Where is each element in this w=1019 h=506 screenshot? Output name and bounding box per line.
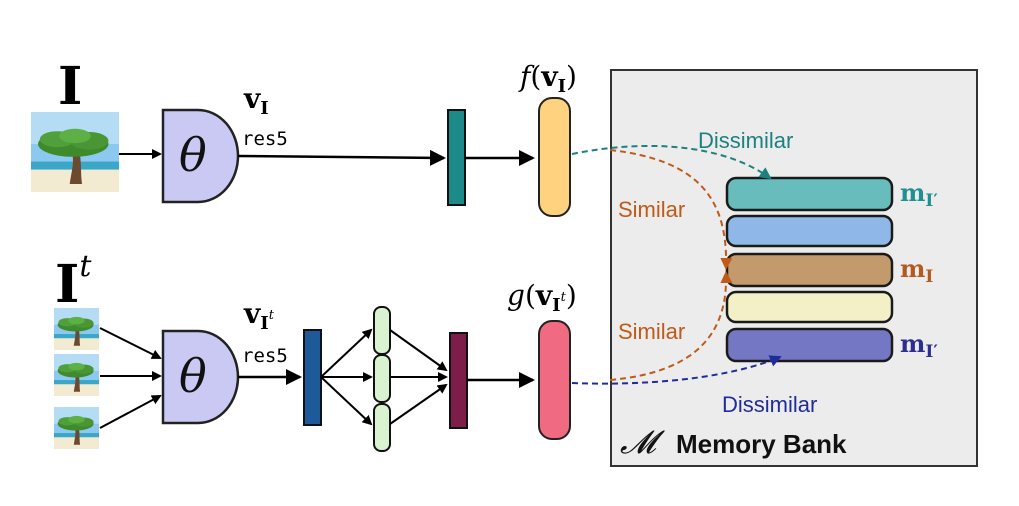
- f-head-block: [538, 97, 571, 217]
- g-head-block: [538, 320, 571, 440]
- mid-node-2: [373, 354, 391, 403]
- merge-arrow-1: [389, 329, 448, 372]
- bottom-feature-label: vIt: [243, 297, 275, 334]
- fanout-arrow-1: [320, 328, 373, 378]
- top-projection-bar: [447, 109, 466, 206]
- top-feature-arrow: [237, 149, 446, 166]
- f-head-label: f(vI): [518, 60, 577, 97]
- similar-bottom-label: Similar: [618, 319, 685, 344]
- top-input-image: [31, 112, 119, 192]
- memory-slot-3: [725, 252, 894, 288]
- bottom-projection-bar: [303, 329, 322, 426]
- top-encoder-block: [161, 108, 240, 204]
- bottom-input-image-1: [54, 308, 99, 350]
- bottom-merge-bar: [449, 332, 468, 429]
- top-feature-label: vI: [243, 82, 269, 119]
- memory-slot-4: [725, 290, 894, 324]
- dissimilar-top-label: Dissimilar: [698, 128, 793, 153]
- dissimilar-bottom-label: Dissimilar: [722, 392, 817, 417]
- dissimilar-top-arrow: [571, 145, 772, 180]
- memory-slot-5: [725, 327, 894, 363]
- bottom-encoder-block: [161, 329, 240, 425]
- bottom-input-image-3: [54, 407, 99, 449]
- fanout-arrow-3: [320, 376, 373, 426]
- slot-label-m-i-prime-top: mI′: [900, 178, 938, 211]
- memory-bank-title: Memory Bank: [676, 429, 847, 459]
- bottom-image-symbol: It: [55, 249, 92, 315]
- similar-top-label: Similar: [618, 197, 685, 222]
- memory-slot-2: [725, 214, 894, 248]
- bottom-input-arrow-3: [99, 395, 162, 429]
- top-layer-label: res5: [242, 128, 288, 150]
- top-image-symbol: I: [58, 56, 82, 117]
- mid-node-1: [373, 306, 391, 355]
- bottom-input-arrow-1: [99, 327, 162, 359]
- g-head-label: g(vIt): [507, 279, 577, 316]
- mid-node-3: [373, 403, 391, 452]
- similar-bottom-arrow: [609, 271, 733, 381]
- top-encoder-theta: θ: [179, 128, 207, 182]
- merge-arrow-3: [389, 383, 448, 425]
- similar-top-arrow: [609, 149, 733, 270]
- dissimilar-bottom-arrow: [571, 355, 782, 385]
- bottom-layer-label: res5: [242, 345, 288, 367]
- slot-label-m-i: mI: [900, 254, 933, 287]
- slot-label-m-i-prime-bottom: mI′: [900, 329, 938, 362]
- bottom-encoder-theta: θ: [179, 349, 207, 403]
- bottom-input-image-2: [54, 354, 99, 396]
- memory-slot-1: [725, 176, 894, 212]
